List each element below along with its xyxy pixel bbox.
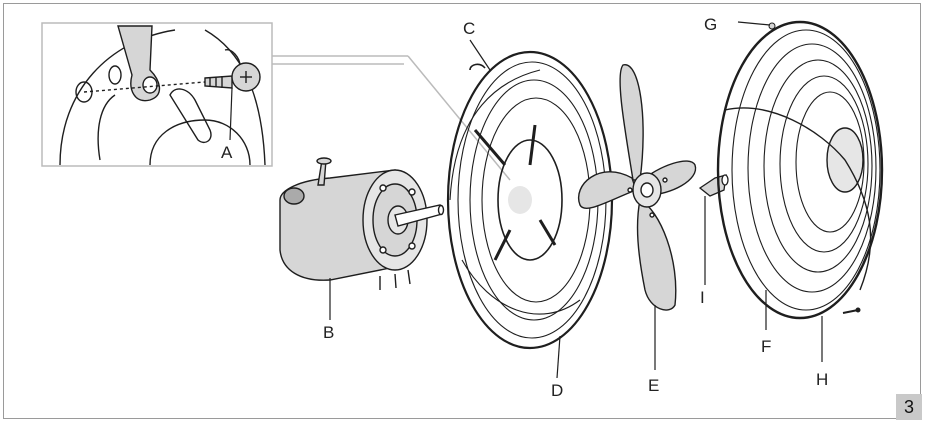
front-guard bbox=[716, 20, 884, 362]
motor-housing bbox=[279, 157, 445, 320]
label-a: A bbox=[221, 143, 233, 162]
figure-frame bbox=[3, 3, 921, 419]
label-g: G bbox=[704, 15, 718, 34]
label-e: E bbox=[648, 376, 660, 395]
label-f: F bbox=[761, 337, 772, 356]
guard-clip bbox=[698, 174, 729, 285]
label-i: I bbox=[700, 288, 705, 307]
screw-detail-inset bbox=[41, 22, 511, 181]
label-h: H bbox=[816, 370, 829, 389]
fan-blade bbox=[577, 64, 697, 370]
label-d: D bbox=[551, 381, 564, 400]
page-number: 3 bbox=[903, 396, 914, 417]
page-number-badge: 3 bbox=[896, 394, 922, 420]
label-b: B bbox=[323, 323, 335, 342]
rear-guard bbox=[446, 39, 614, 379]
label-c: C bbox=[463, 19, 476, 38]
